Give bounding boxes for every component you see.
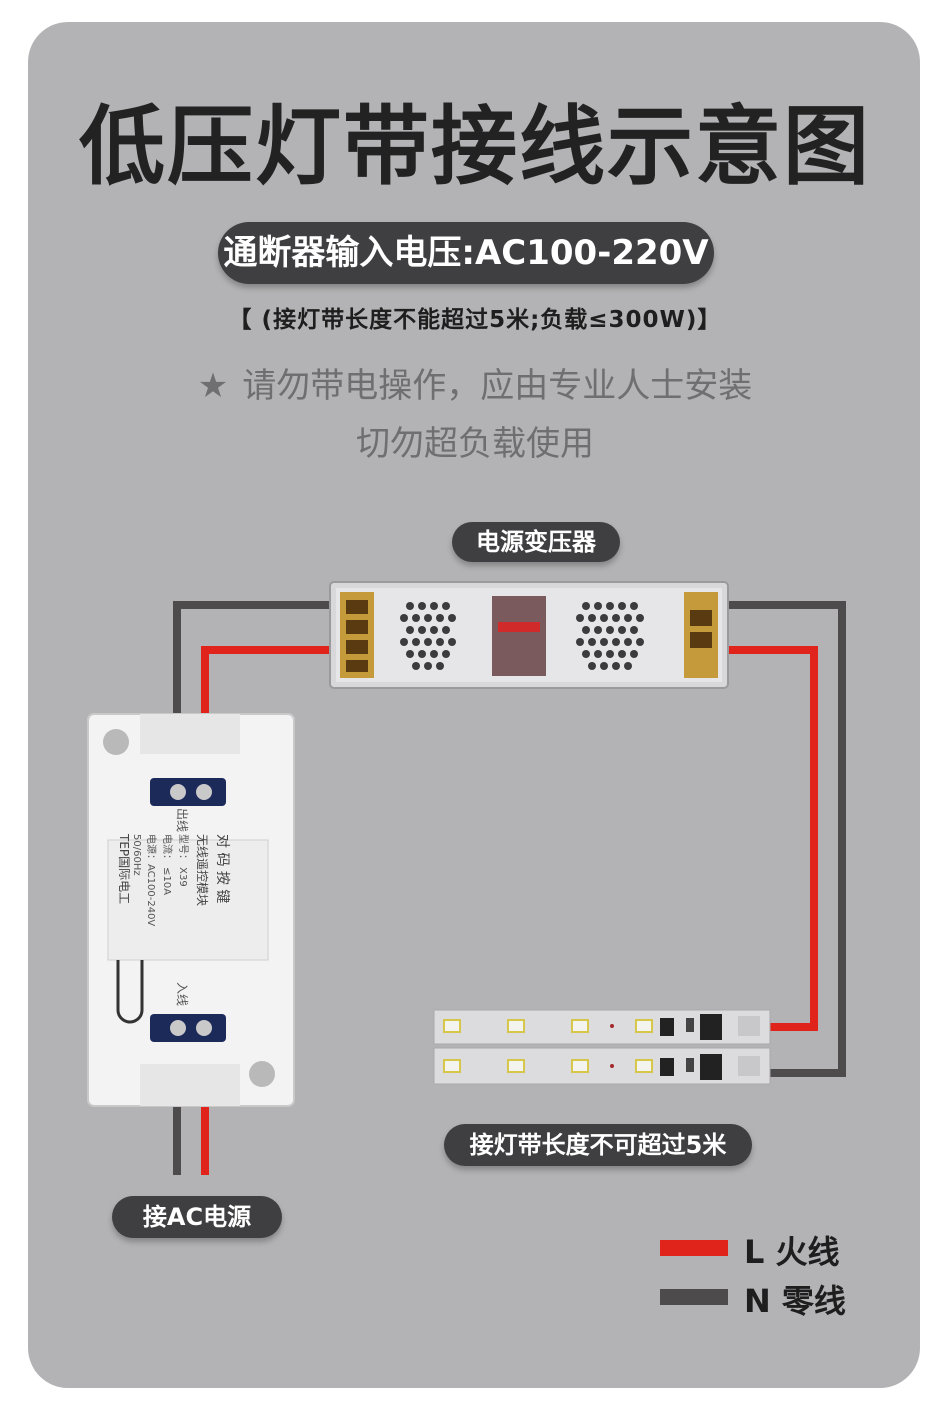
- module-current: 电流： ≤10A: [161, 834, 174, 895]
- warning-line-2: 切勿超负载使用: [356, 424, 594, 464]
- warning-line-1: ★ 请勿带电操作，应由专业人士安装: [0, 358, 950, 407]
- neutral-wire-switch-to-transformer: [173, 601, 336, 722]
- page-title: 低压灯带接线示意图: [79, 97, 871, 197]
- module-label-group: 对 码 按 键 无线遥控模块 型号： X39 电流： ≤10A 电源：AC100…: [117, 833, 230, 926]
- led-strip-2: [433, 1047, 771, 1085]
- warning-text-1: 请勿带电操作，应由专业人士安装: [242, 366, 753, 406]
- module-brand: TEP国际电工: [117, 833, 131, 904]
- module-model: 型号： X39: [177, 834, 190, 887]
- live-wire-transformer-to-strip: [722, 646, 818, 1031]
- live-legend-label: L 火线: [744, 1233, 840, 1271]
- wireless-switch-module: [87, 713, 295, 1107]
- ac-power-label: 接AC电源: [112, 1196, 282, 1238]
- neutral-legend-swatch: [660, 1289, 728, 1305]
- module-input-label: 入线: [175, 982, 189, 1006]
- module-pair-label: 对 码 按 键: [214, 834, 230, 903]
- neutral-wire-transformer-to-strip: [722, 601, 846, 1077]
- led-strip-1: [433, 1009, 771, 1045]
- module-freq: 50/60Hz: [131, 834, 142, 876]
- transformer-label: 电源变压器: [452, 522, 620, 562]
- module-output-label: 出线: [175, 808, 189, 832]
- live-legend-swatch: [660, 1240, 728, 1256]
- star-icon: ★: [197, 366, 229, 406]
- strip-length-label: 接灯带长度不可超过5米: [444, 1124, 752, 1166]
- live-wire-switch-to-transformer: [201, 646, 336, 722]
- transformer-device: [329, 581, 729, 689]
- limits-note: 【 (接灯带长度不能超过5米;负载≤300W)】: [228, 307, 722, 333]
- neutral-legend-label: N 零线: [744, 1282, 846, 1320]
- module-name: 无线遥控模块: [195, 834, 209, 906]
- module-power: 电源：AC100-240V: [145, 834, 158, 926]
- voltage-badge: 通断器输入电压:AC100-220V: [218, 222, 714, 284]
